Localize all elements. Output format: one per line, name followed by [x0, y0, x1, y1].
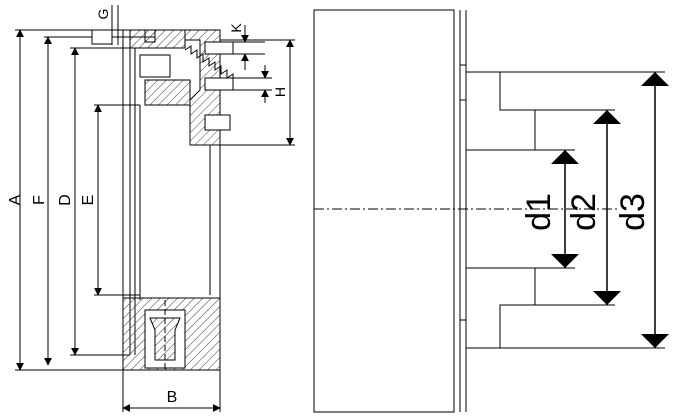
label-d1: d1 [520, 193, 558, 231]
side-step-bottom [465, 267, 536, 412]
section-view [15, 5, 295, 412]
label-f: F [31, 195, 48, 205]
label-d3: d3 [614, 193, 652, 231]
top-bolt-3 [204, 114, 231, 131]
side-step-top [465, 10, 536, 151]
section-labels: A F D E G K H B [7, 9, 288, 406]
g-screw-head [91, 29, 113, 45]
label-g: G [95, 9, 111, 20]
label-d: D [57, 194, 74, 206]
top-jaw-hatch [144, 79, 191, 106]
side-lug-top [460, 64, 467, 72]
top-bolt-1 [204, 41, 234, 55]
label-b: B [167, 389, 178, 406]
side-lug-top-2 [459, 60, 466, 101]
side-labels: d1 d2 d3 [520, 193, 652, 231]
label-k: K [228, 23, 244, 33]
label-d2: d2 [565, 193, 603, 231]
label-e: E [80, 195, 97, 206]
top-scroll-teeth [184, 45, 234, 82]
side-body [313, 9, 455, 413]
top-flange-hatch [129, 29, 186, 49]
top-bolt-2 [204, 77, 234, 91]
label-h: H [272, 87, 288, 97]
g-nut [144, 29, 156, 43]
label-a: A [7, 194, 24, 205]
side-view [313, 9, 669, 413]
side-lug-bottom [459, 319, 466, 360]
top-cavity [139, 54, 171, 78]
